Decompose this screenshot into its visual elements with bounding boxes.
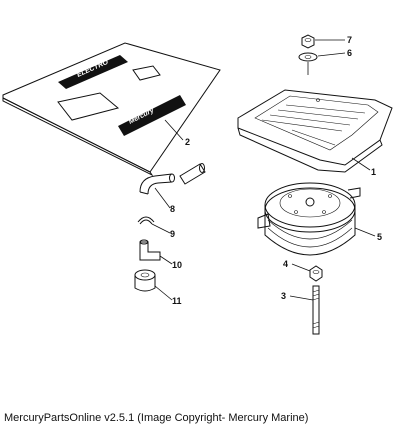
part-11-grommet: [134, 269, 173, 301]
image-caption: MercuryPartsOnline v2.5.1 (Image Copyrig…: [4, 412, 309, 424]
part-7-nut: [301, 34, 345, 49]
part-1-top-cover: [237, 89, 393, 173]
part-5-flywheel-assembly: [257, 182, 376, 256]
callout-3: 3: [281, 291, 286, 301]
callout-7: 7: [347, 35, 352, 45]
callout-2: 2: [185, 137, 190, 147]
part-6-washer: [298, 52, 346, 75]
callout-1: 1: [371, 167, 376, 177]
part-2-decal-sheet: ELECTRO Mercury: [2, 42, 221, 177]
callout-9: 9: [170, 229, 175, 239]
callout-5: 5: [377, 232, 382, 242]
callout-10: 10: [172, 260, 182, 270]
callout-11: 11: [172, 296, 182, 306]
callout-6: 6: [347, 48, 352, 58]
part-8-hose: [139, 163, 206, 209]
callout-4: 4: [283, 259, 288, 269]
part-4-nut: [291, 263, 323, 282]
part-10-elbow-fitting: [139, 239, 173, 265]
exploded-parts-diagram: ELECTRO Mercury: [2, 34, 393, 335]
part-9-clamp: [137, 216, 171, 234]
callout-8: 8: [170, 204, 175, 214]
part-3-stud: [289, 285, 320, 335]
